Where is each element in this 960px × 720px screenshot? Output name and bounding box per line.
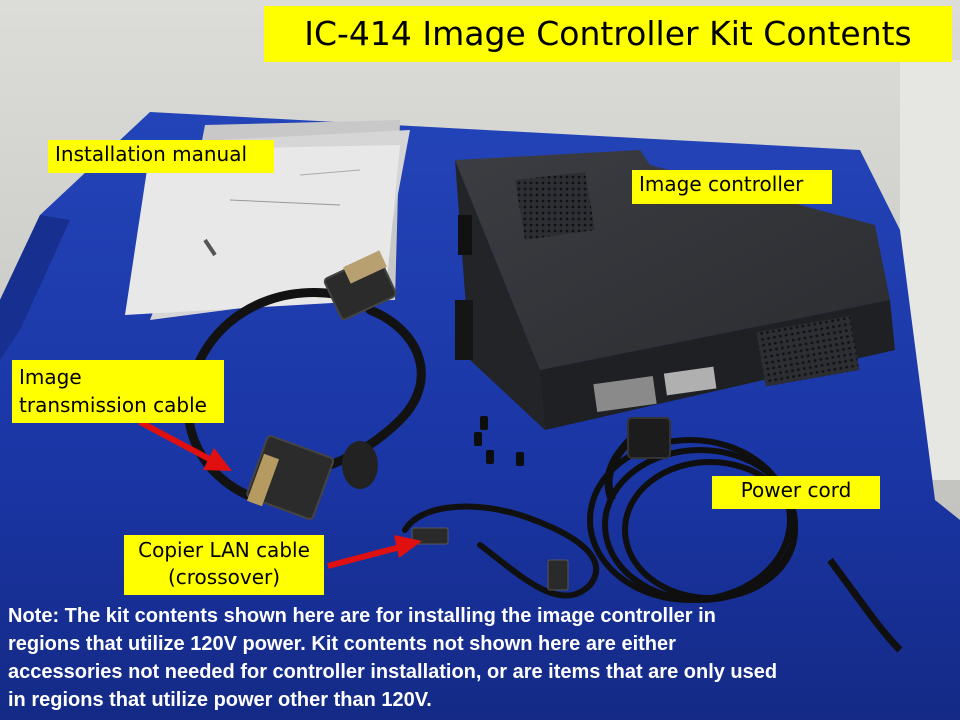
arrow-copier-lan-cable: [327, 535, 422, 569]
note-line-3: accessories not needed for controller in…: [8, 661, 778, 683]
label-image-transmission-cable-line2: transmission cable: [19, 393, 207, 417]
image-transmission-cable: [183, 250, 426, 520]
label-copier-lan-cable: Copier LAN cable (crossover): [124, 535, 324, 595]
power-cord-coil: [587, 417, 903, 653]
screws: [474, 416, 524, 466]
arrow-image-transmission-cable: [138, 419, 232, 471]
copier-lan-cable: [402, 503, 599, 599]
note-line-4: in regions that utilize power other than…: [8, 689, 432, 711]
page-title: IC-414 Image Controller Kit Contents: [264, 6, 952, 62]
label-image-controller: Image controller: [632, 170, 832, 204]
note-text: Note: The kit contents shown here are fo…: [8, 602, 953, 714]
label-image-transmission-cable: Image transmission cable: [12, 360, 224, 423]
label-copier-lan-cable-line1: Copier LAN cable: [138, 538, 310, 562]
label-installation-manual: Installation manual: [48, 140, 274, 173]
note-line-2: regions that utilize 120V power. Kit con…: [8, 633, 676, 655]
note-line-1: Note: The kit contents shown here are fo…: [8, 605, 716, 627]
tablecloth-edge-left: [0, 215, 70, 360]
image-controller-unit: [455, 150, 895, 430]
label-copier-lan-cable-line2: (crossover): [167, 565, 281, 589]
label-image-transmission-cable-line1: Image: [19, 365, 82, 389]
label-power-cord: Power cord: [712, 476, 880, 509]
